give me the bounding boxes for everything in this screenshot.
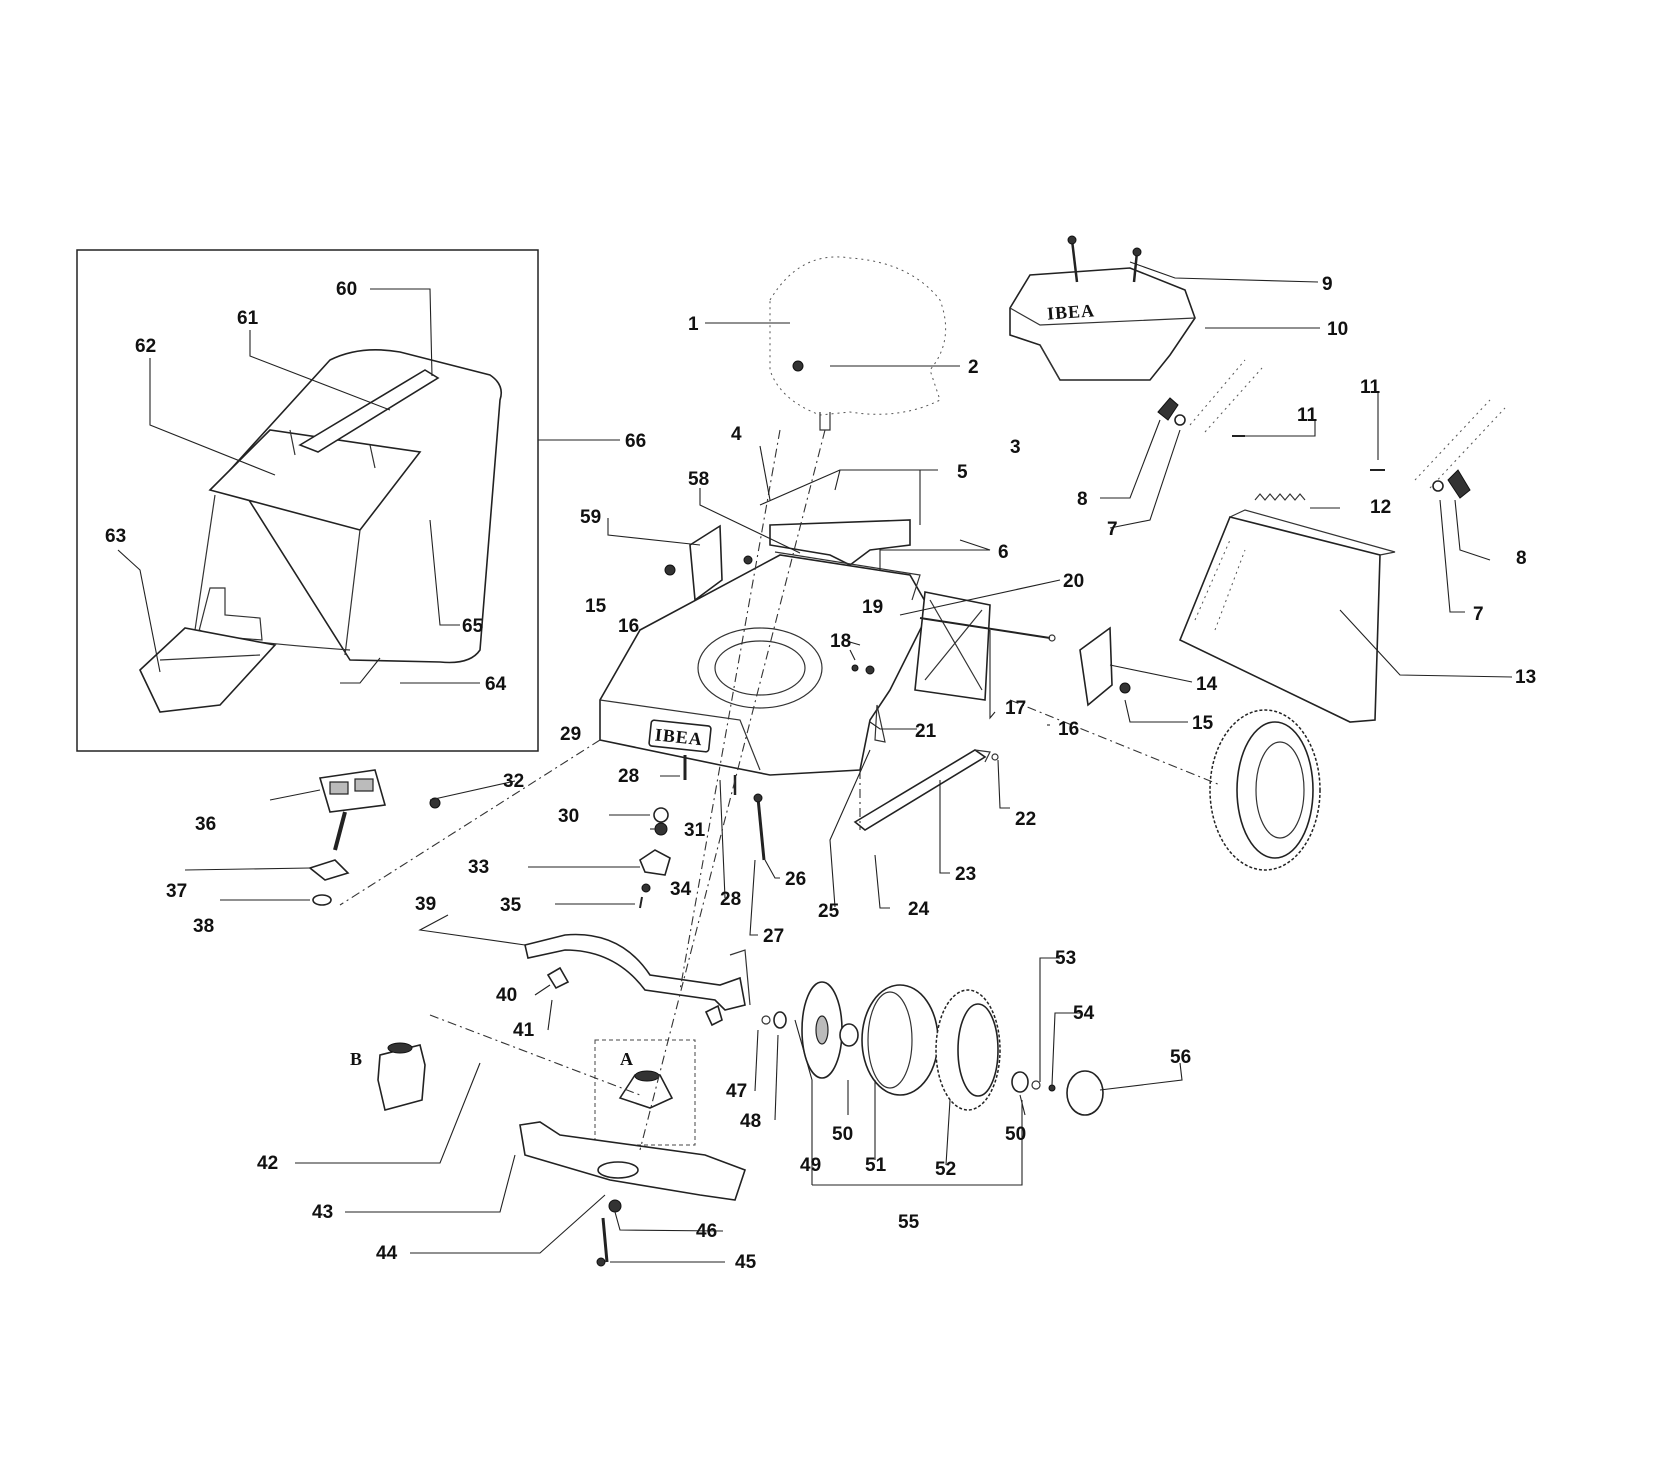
callout-44: 44: [376, 1243, 398, 1264]
callout-15-left: 15: [585, 596, 607, 617]
engine: [769, 256, 947, 431]
blade-adaptor: A B: [350, 1039, 696, 1146]
callout-9: 9: [1322, 274, 1333, 295]
callout-28-lower: 28: [720, 889, 741, 910]
callout-45: 45: [735, 1252, 757, 1273]
callout-23: 23: [955, 864, 976, 885]
callout-63: 63: [105, 526, 126, 547]
callout-65: 65: [462, 616, 484, 637]
callout-18: 18: [830, 631, 851, 652]
callout-39: 39: [415, 894, 436, 915]
height-adjuster: [308, 769, 387, 906]
engine-cover: IBEA: [1009, 235, 1196, 381]
callout-20: 20: [1063, 571, 1084, 592]
callout-61: 61: [237, 308, 259, 329]
callout-8-lower: 8: [1516, 548, 1527, 569]
callout-50-left: 50: [832, 1124, 853, 1145]
callout-2: 2: [968, 357, 979, 378]
callout-14: 14: [1196, 674, 1218, 695]
centre-lines: [339, 429, 1221, 1151]
callout-34: 34: [670, 879, 692, 900]
cover-logo: IBEA: [1046, 300, 1095, 323]
callout-43: 43: [312, 1202, 333, 1223]
callout-46: 46: [696, 1221, 717, 1242]
callout-42: 42: [257, 1153, 278, 1174]
callout-numbers: 1 2 3 4 5 6 7 7 8 8 9 10 11 11 12 13 14 …: [105, 274, 1536, 1273]
callout-54: 54: [1073, 1003, 1095, 1024]
deck-hardware: [429, 755, 766, 909]
handle-hardware: [1157, 359, 1506, 501]
callout-30: 30: [558, 806, 579, 827]
callout-40: 40: [496, 985, 517, 1006]
callout-17: 17: [1005, 698, 1026, 719]
callout-59: 59: [580, 507, 601, 528]
deck-logo: IBEA: [654, 724, 704, 749]
callout-51: 51: [865, 1155, 887, 1176]
callout-24: 24: [908, 899, 930, 920]
callout-7-upper: 7: [1107, 519, 1118, 540]
callout-50-right: 50: [1005, 1124, 1026, 1145]
callout-36: 36: [195, 814, 216, 835]
callout-47: 47: [726, 1081, 747, 1102]
callout-8-upper: 8: [1077, 489, 1088, 510]
callout-29: 29: [560, 724, 581, 745]
callout-15-right: 15: [1192, 713, 1214, 734]
callout-58: 58: [688, 469, 709, 490]
callout-48: 48: [740, 1111, 761, 1132]
callout-22: 22: [1015, 809, 1036, 830]
callout-62: 62: [135, 336, 156, 357]
callout-28-upper: 28: [618, 766, 639, 787]
callout-56: 56: [1170, 1047, 1191, 1068]
callout-38: 38: [193, 916, 214, 937]
detail-label-b: B: [350, 1049, 362, 1069]
callout-55: 55: [898, 1212, 920, 1233]
callout-33: 33: [468, 857, 489, 878]
callout-7-lower: 7: [1473, 604, 1484, 625]
callout-27: 27: [763, 926, 784, 947]
callout-25: 25: [818, 901, 840, 922]
callout-32: 32: [503, 771, 524, 792]
callout-64: 64: [485, 674, 507, 695]
callout-53: 53: [1055, 948, 1076, 969]
callout-11-left: 11: [1297, 405, 1318, 426]
callout-19: 19: [862, 597, 883, 618]
callout-13: 13: [1515, 667, 1536, 688]
callout-10: 10: [1327, 319, 1348, 340]
grass-catcher-inset: [76, 249, 539, 752]
callout-52: 52: [935, 1159, 956, 1180]
callout-11-right: 11: [1360, 377, 1381, 398]
detail-label-a: A: [620, 1049, 633, 1069]
callout-60: 60: [336, 279, 357, 300]
callout-5: 5: [957, 462, 968, 483]
callout-3: 3: [1010, 437, 1021, 458]
callout-1: 1: [688, 314, 699, 335]
callout-4: 4: [731, 424, 742, 445]
rear-axle-and-wheel: [853, 704, 1321, 871]
callout-37: 37: [166, 881, 187, 902]
callout-21: 21: [915, 721, 937, 742]
cutting-blade: [519, 1121, 747, 1267]
mower-deck: IBEA: [599, 519, 1131, 776]
callout-26: 26: [785, 869, 806, 890]
callout-41: 41: [513, 1020, 535, 1041]
callout-12: 12: [1370, 497, 1391, 518]
callout-16-left: 16: [618, 616, 639, 637]
callout-16-right: 16: [1058, 719, 1079, 740]
callout-35: 35: [500, 895, 522, 916]
front-wheel-assembly: [761, 981, 1104, 1116]
callout-66: 66: [625, 431, 646, 452]
callout-6: 6: [998, 542, 1009, 563]
callout-49: 49: [800, 1155, 821, 1176]
rear-flap: [1178, 509, 1396, 723]
callout-31: 31: [684, 820, 706, 841]
front-axle: [524, 933, 751, 1027]
leader-lines: [117, 261, 1513, 1263]
